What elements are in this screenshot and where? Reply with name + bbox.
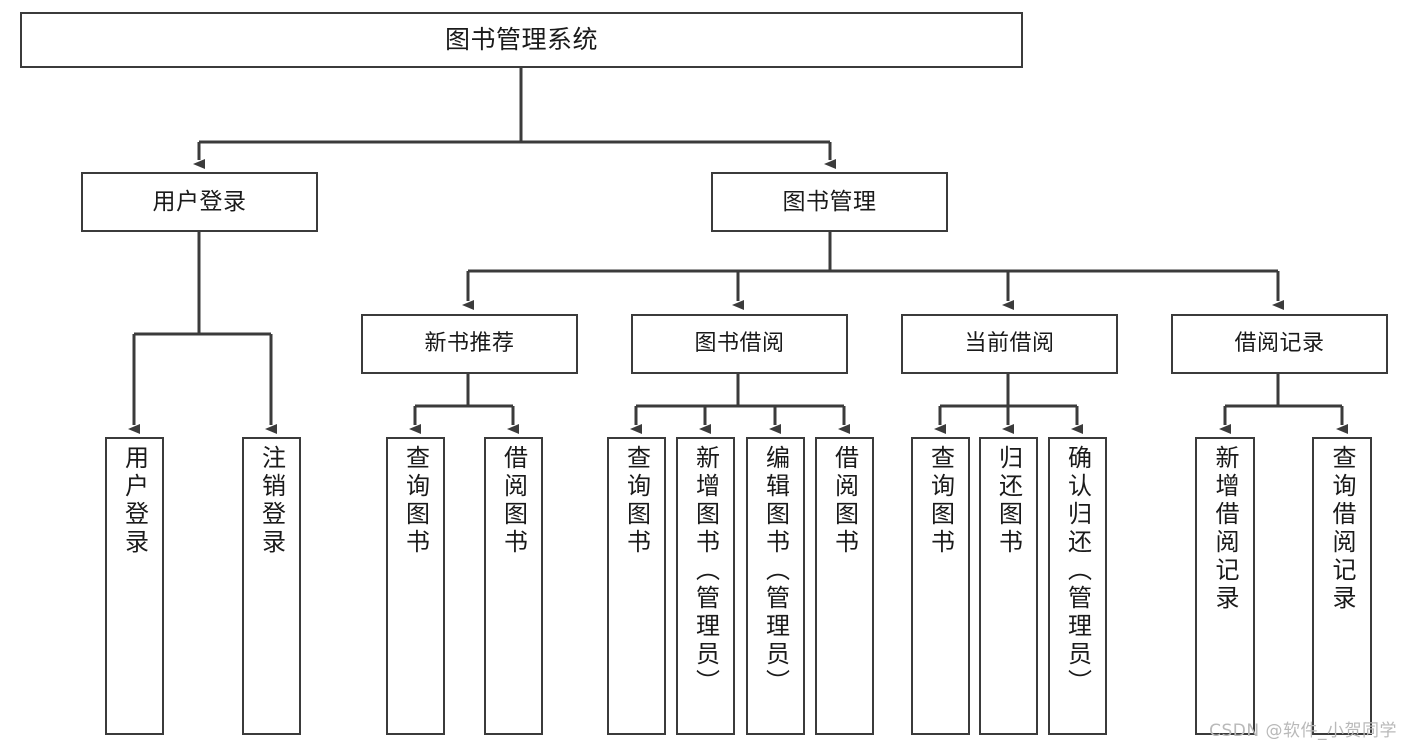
node-root-label: 图书管理系统 [444, 24, 598, 54]
node-leaf-borrow-book-1[interactable]: 借阅图书 [484, 437, 543, 735]
node-borrow-record[interactable]: 借阅记录 [1171, 314, 1388, 374]
node-leaf-query-book-1-label: 查询图书 [401, 445, 430, 557]
node-book-borrow[interactable]: 图书借阅 [631, 314, 848, 374]
node-leaf-return-book[interactable]: 归还图书 [979, 437, 1038, 735]
node-new-book-recommend[interactable]: 新书推荐 [361, 314, 578, 374]
node-leaf-add-record-label: 新增借阅记录 [1211, 445, 1239, 613]
node-leaf-borrow-book-1-label: 借阅图书 [499, 445, 528, 557]
node-book-borrow-label: 图书借阅 [694, 331, 785, 357]
node-leaf-user-login-label: 用户登录 [120, 445, 149, 557]
node-leaf-add-book-label: 新增图书（管理员） [691, 445, 720, 697]
node-leaf-add-record[interactable]: 新增借阅记录 [1195, 437, 1255, 735]
node-leaf-query-book-2[interactable]: 查询图书 [607, 437, 666, 735]
node-leaf-return-book-label: 归还图书 [994, 445, 1023, 557]
node-user-login-label: 用户登录 [152, 188, 247, 215]
node-leaf-add-book[interactable]: 新增图书（管理员） [676, 437, 735, 735]
node-leaf-user-login[interactable]: 用户登录 [105, 437, 164, 735]
node-leaf-logout-login[interactable]: 注销登录 [242, 437, 301, 735]
node-current-borrow-label: 当前借阅 [964, 331, 1055, 357]
node-leaf-edit-book[interactable]: 编辑图书（管理员） [746, 437, 805, 735]
node-root[interactable]: 图书管理系统 [20, 12, 1023, 68]
node-leaf-edit-book-label: 编辑图书（管理员） [761, 445, 790, 697]
node-leaf-query-book-2-label: 查询图书 [622, 445, 651, 557]
node-new-book-recommend-label: 新书推荐 [424, 331, 515, 357]
node-book-manage-label: 图书管理 [782, 188, 877, 215]
node-leaf-borrow-book-2[interactable]: 借阅图书 [815, 437, 874, 735]
node-leaf-query-book-1[interactable]: 查询图书 [386, 437, 445, 735]
node-user-login[interactable]: 用户登录 [81, 172, 318, 232]
node-leaf-borrow-book-2-label: 借阅图书 [830, 445, 859, 557]
node-leaf-confirm-return-label: 确认归还（管理员） [1063, 445, 1092, 697]
node-leaf-query-record-label: 查询借阅记录 [1328, 445, 1356, 613]
node-leaf-query-record[interactable]: 查询借阅记录 [1312, 437, 1372, 735]
node-current-borrow[interactable]: 当前借阅 [901, 314, 1118, 374]
node-borrow-record-label: 借阅记录 [1234, 331, 1325, 357]
node-leaf-logout-login-label: 注销登录 [257, 445, 286, 557]
node-book-manage[interactable]: 图书管理 [711, 172, 948, 232]
watermark-text: CSDN @软件_小贺同学 [1209, 721, 1397, 741]
node-leaf-query-book-3[interactable]: 查询图书 [911, 437, 970, 735]
node-leaf-query-book-3-label: 查询图书 [926, 445, 955, 557]
node-leaf-confirm-return[interactable]: 确认归还（管理员） [1048, 437, 1107, 735]
